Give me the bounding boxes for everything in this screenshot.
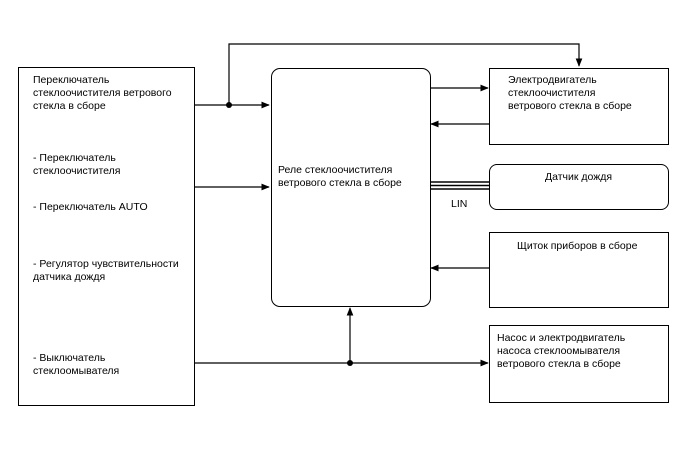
wiper-motor-box [489,68,669,145]
auto-switch-label: - Переключатель AUTO [33,201,148,213]
rain-sensor-box [489,164,669,210]
switch-assembly-box [18,67,195,406]
junction-dot-top [226,102,232,108]
rain-sensor-label: Датчик дождя [545,171,613,183]
wiper-motor-label: Электродвигатель стеклоочистителя ветров… [508,74,632,112]
wiper-relay-box [271,68,431,307]
switch-assembly-title: Переключатель стеклоочистителя ветрового… [33,74,172,112]
washer-pump-label: Насос и электродвигатель насоса стеклоом… [497,332,626,370]
washer-switch-label: - Выключатель стеклоомывателя [33,352,120,377]
combination-meter-box [489,232,669,308]
wiper-switch-label: - Переключатель стеклоочистителя [33,152,121,177]
wiper-relay-label: Реле стеклоочистителя ветрового стекла в… [278,164,402,189]
combination-meter-label: Щиток приборов в сборе [517,240,638,252]
wire-branch-to-motor [228,43,583,105]
washer-pump-box [489,325,669,403]
lin-bus-label: LIN [451,198,468,210]
rain-sensitivity-label: - Регулятор чувствительности датчика дож… [33,258,179,283]
junction-dot-bottom [347,360,353,366]
